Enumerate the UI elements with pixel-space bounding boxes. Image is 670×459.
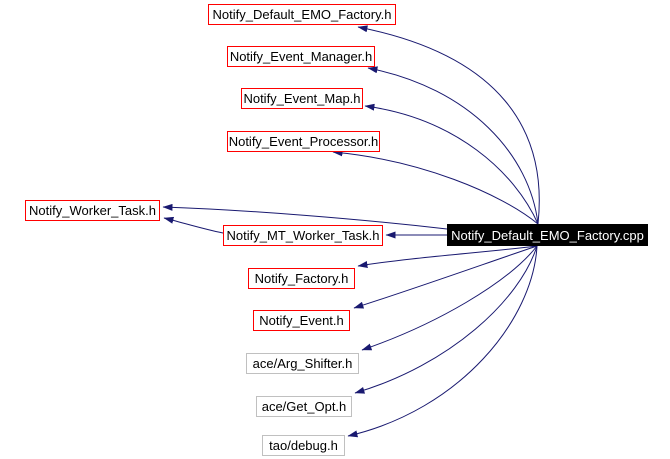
edge-cpp-to-event-h: [353, 245, 538, 309]
edge-cpp-to-event-manager-h: [367, 66, 539, 225]
node-notify-default-emo-factory-h[interactable]: Notify_Default_EMO_Factory.h: [208, 4, 396, 25]
node-ace-get-opt-h: ace/Get_Opt.h: [256, 396, 352, 417]
node-notify-factory-h[interactable]: Notify_Factory.h: [248, 268, 355, 289]
edge-mt-worker-task-to-worker-task-h: [163, 216, 224, 234]
node-ace-arg-shifter-h: ace/Arg_Shifter.h: [246, 353, 359, 374]
edge-cpp-to-event-processor-h: [332, 149, 539, 225]
edge-cpp-to-tao-debug-h: [347, 245, 538, 438]
node-notify-event-h[interactable]: Notify_Event.h: [253, 310, 350, 331]
node-tao-debug-h: tao/debug.h: [262, 435, 345, 456]
edge-cpp-to-arg-shifter-h: [361, 245, 538, 351]
node-notify-event-manager-h[interactable]: Notify_Event_Manager.h: [227, 46, 375, 67]
edge-cpp-to-default-emo-factory-h: [357, 25, 540, 225]
node-notify-event-processor-h[interactable]: Notify_Event_Processor.h: [227, 131, 380, 152]
edge-cpp-to-event-map-h: [364, 103, 539, 225]
node-notify-worker-task-h[interactable]: Notify_Worker_Task.h: [25, 200, 160, 221]
node-notify-mt-worker-task-h[interactable]: Notify_MT_Worker_Task.h: [223, 225, 383, 246]
node-notify-event-map-h[interactable]: Notify_Event_Map.h: [241, 88, 363, 109]
node-notify-default-emo-factory-cpp: Notify_Default_EMO_Factory.cpp: [447, 224, 648, 246]
edge-cpp-to-worker-task-h: [162, 203, 448, 230]
edge-cpp-to-factory-h: [357, 245, 538, 268]
edge-cpp-to-get-opt-h: [354, 245, 538, 394]
